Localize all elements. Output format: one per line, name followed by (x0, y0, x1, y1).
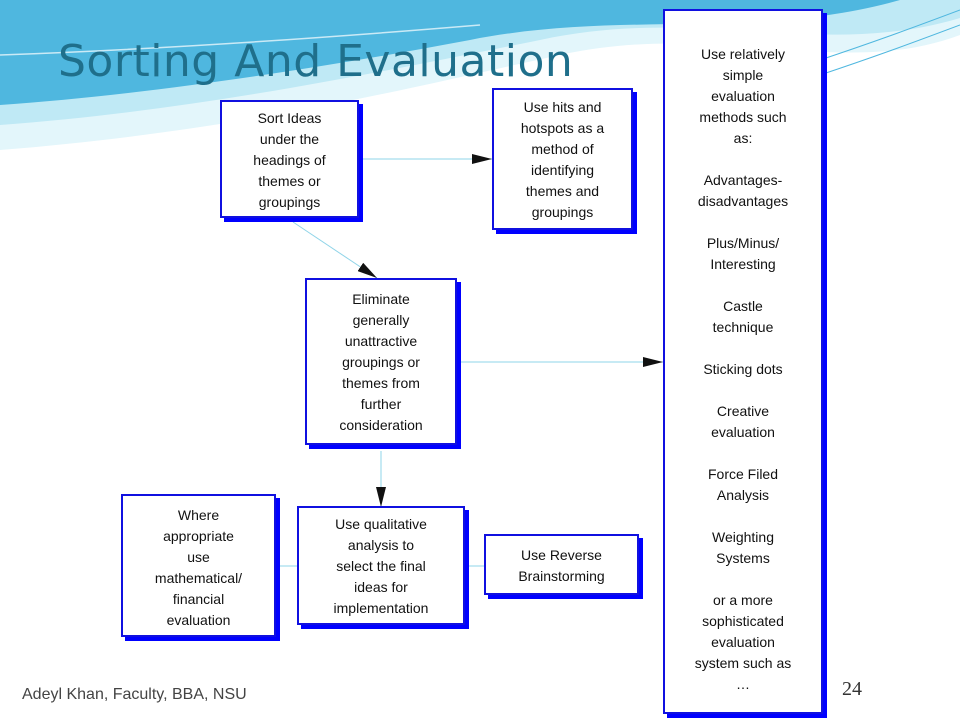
hits-hotspots-text: Use hits and hotspots as a method of ide… (520, 99, 605, 220)
page-number: 24 (842, 678, 862, 700)
mathematical-box: Where appropriate use mathematical/ fina… (121, 494, 276, 637)
eliminate-box: Eliminate generally unattractive groupin… (305, 278, 457, 445)
sort-ideas-text: Sort Ideas under the headings of themes … (253, 110, 326, 210)
mathematical-text: Where appropriate use mathematical/ fina… (154, 507, 243, 628)
qualitative-box: Use qualitative analysis to select the f… (297, 506, 465, 625)
reverse-brainstorming-box: Use Reverse Brainstorming (484, 534, 639, 595)
reverse-brainstorming-text: Use Reverse Brainstorming (518, 547, 605, 584)
footer-author: Adeyl Khan, Faculty, BBA, NSU (22, 686, 247, 703)
hits-hotspots-box: Use hits and hotspots as a method of ide… (492, 88, 633, 230)
eliminate-text: Eliminate generally unattractive groupin… (339, 291, 423, 433)
sort-ideas-box: Sort Ideas under the headings of themes … (220, 100, 359, 218)
evaluation-methods-text: Use relatively simple evaluation methods… (694, 46, 792, 692)
qualitative-text: Use qualitative analysis to select the f… (333, 516, 429, 616)
connector-sort-to-eliminate (292, 221, 378, 279)
evaluation-methods-box: Use relatively simple evaluation methods… (663, 9, 823, 714)
slide-title: Sorting And Evaluation (58, 36, 574, 87)
